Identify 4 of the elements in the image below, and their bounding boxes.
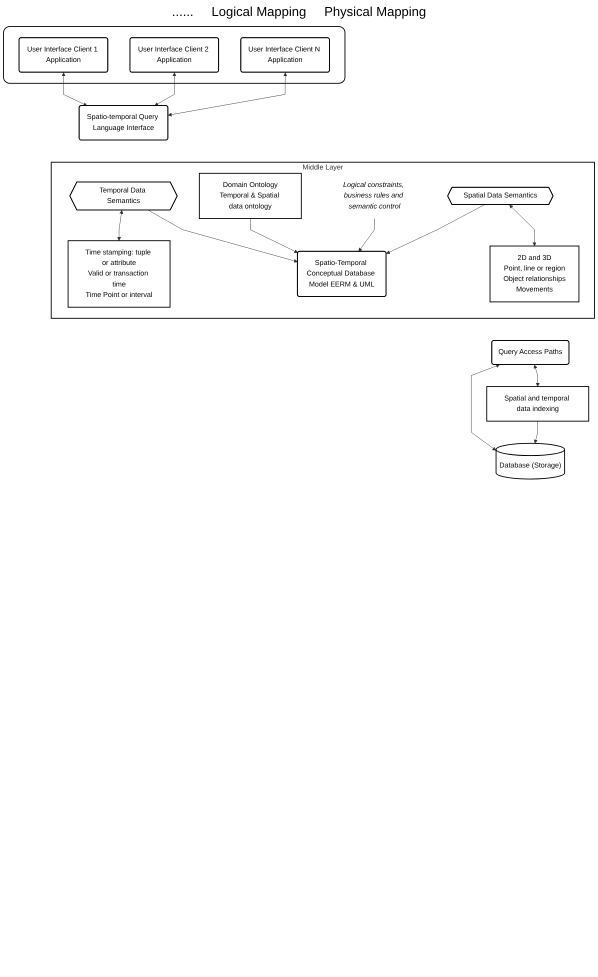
note-text: Physical Mapping bbox=[324, 4, 426, 19]
note-text: ...... bbox=[172, 4, 194, 19]
cluster bbox=[3, 26, 346, 84]
note-text: Logical Mapping bbox=[212, 4, 306, 19]
